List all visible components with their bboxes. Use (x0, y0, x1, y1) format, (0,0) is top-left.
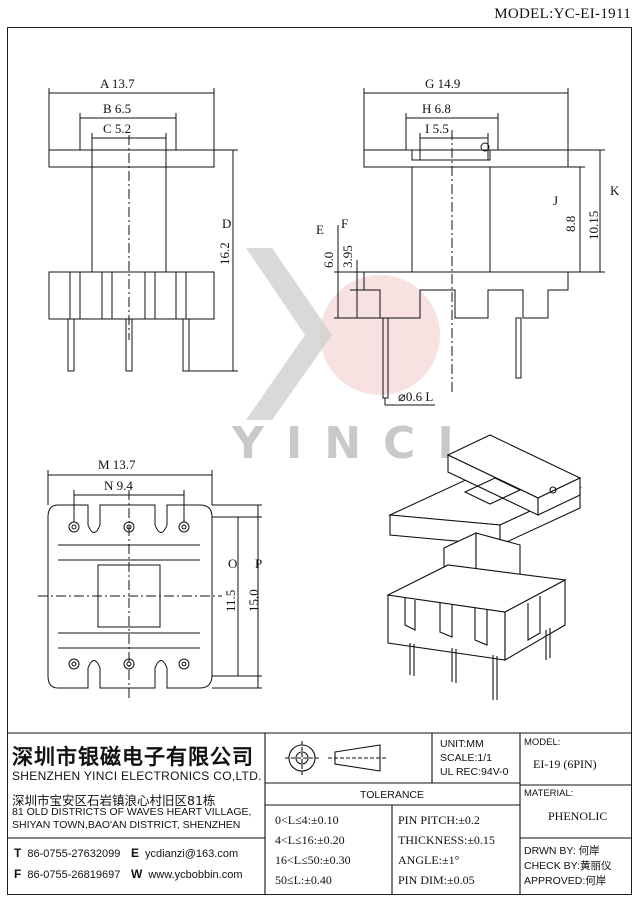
dim-d: D (222, 216, 231, 231)
material-label: MATERIAL: (524, 788, 574, 799)
approved-by: APPROVED:何岸 (524, 875, 607, 887)
dim-j: J (553, 193, 558, 208)
unit-text: UNIT:MM (440, 738, 484, 750)
title-block-grid (7, 732, 632, 895)
tel-label: T (14, 846, 22, 860)
fax-value: 86-0755-26819697 (27, 869, 121, 881)
company-name-en: SHENZHEN YINCI ELECTRONICS CO,LTD. (12, 769, 262, 783)
bottom-view (38, 470, 262, 700)
dim-c: C 5.2 (103, 121, 131, 136)
dim-i: I 5.5 (425, 121, 449, 136)
dim-j-value: 8.8 (563, 216, 578, 232)
angle-tol: ANGLE:±1° (398, 853, 460, 867)
dim-e-value: 6.0 (321, 252, 336, 268)
dim-a: A 13.7 (100, 76, 135, 91)
company-address-en: 81 OLD DISTRICTS OF WAVES HEART VILLAGE,… (12, 806, 252, 832)
address-line-2: SHIYAN TOWN,BAO'AN DISTRICT, SHENZHEN (12, 819, 241, 831)
contact-tel: T 86-0755-27632099 (14, 846, 120, 860)
front-view (48, 88, 238, 372)
isometric-view (386, 434, 583, 700)
side-view (334, 88, 605, 406)
dim-g: G 14.9 (425, 76, 460, 91)
dim-e: E (316, 222, 324, 237)
dim-o-value: 11.5 (223, 590, 238, 612)
ul-text: UL REC:94V-0 (440, 766, 509, 778)
email-value[interactable]: ycdianzi@163.com (145, 848, 239, 860)
check-by: CHECK BY:黄丽仪 (524, 860, 612, 872)
dim-o: O (228, 556, 237, 571)
tolerance-2: 4<L≤16:±0.20 (275, 833, 345, 847)
dim-l: ⌀0.6 L (398, 389, 433, 404)
dim-p: P (255, 556, 262, 571)
dim-f-value: 3.95 (340, 245, 355, 268)
dim-b: B 6.5 (103, 101, 131, 116)
pin-dim-tol: PIN DIM:±0.05 (398, 873, 475, 887)
tolerance-title: TOLERANCE (360, 789, 424, 801)
drawing-model-header: MODEL:YC-EI-1911 (494, 6, 631, 23)
model-label: MODEL: (494, 6, 554, 22)
dim-p-value: 15.0 (246, 589, 261, 612)
web-value[interactable]: www.ycbobbin.com (148, 869, 243, 881)
web-label: W (131, 867, 143, 881)
side-model-value: EI-19 (6PIN) (533, 757, 597, 771)
side-model-label: MODEL: (524, 737, 561, 748)
drawing-frame (7, 27, 632, 895)
contact-fax: F 86-0755-26819697 (14, 867, 120, 881)
dim-k: K (610, 183, 620, 198)
tolerance-4: 50≤L:±0.40 (275, 873, 332, 887)
tolerance-3: 16<L≤50:±0.30 (275, 853, 351, 867)
dim-f: F (341, 216, 348, 231)
company-address-cn: 深圳市宝安区石岩镇浪心村旧区81栋 (12, 793, 216, 808)
email-label: E (131, 846, 140, 860)
material-value: PHENOLIC (548, 809, 608, 823)
address-line-1: 81 OLD DISTRICTS OF WAVES HEART VILLAGE, (12, 806, 252, 818)
drawn-by: DRWN BY: 何岸 (524, 845, 600, 857)
watermark-text: YINCI (232, 418, 476, 469)
thickness-tol: THICKNESS:±0.15 (398, 833, 495, 847)
dim-m: M 13.7 (98, 457, 136, 472)
model-value: YC-EI-1911 (553, 6, 631, 22)
dim-h: H 6.8 (422, 101, 451, 116)
dim-n: N 9.4 (104, 478, 133, 493)
dim-d-value: 16.2 (217, 242, 232, 265)
pin-pitch-tol: PIN PITCH:±0.2 (398, 813, 480, 827)
tolerance-1: 0<L≤4:±0.10 (275, 813, 339, 827)
company-name-cn: 深圳市银磁电子有限公司 (12, 745, 254, 769)
dim-k-value: 10.15 (586, 211, 601, 240)
fax-label: F (14, 867, 22, 881)
tel-value: 86-0755-27632099 (27, 848, 121, 860)
scale-text: SCALE:1/1 (440, 752, 492, 764)
